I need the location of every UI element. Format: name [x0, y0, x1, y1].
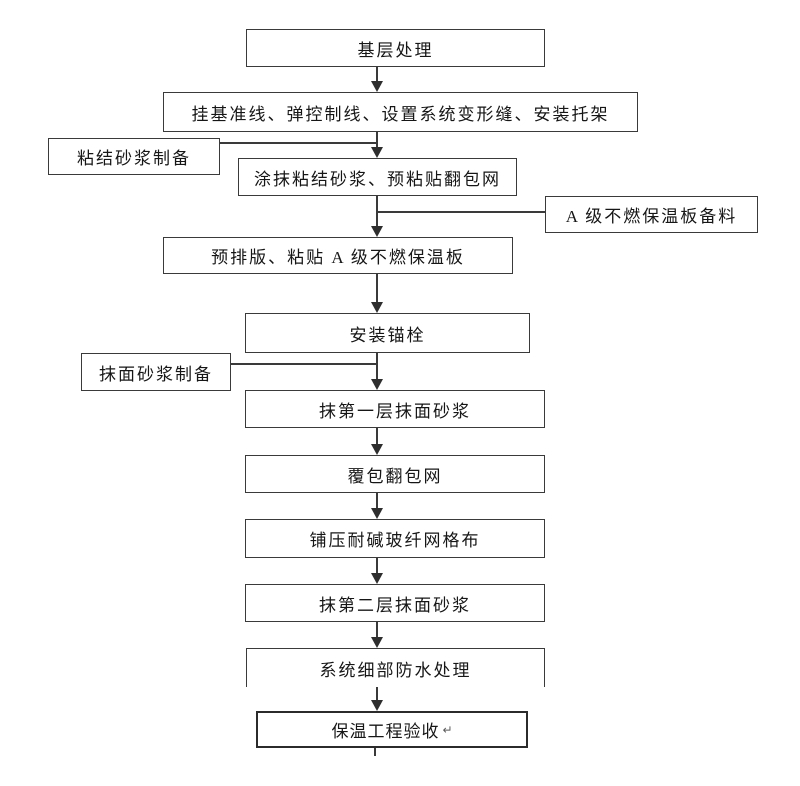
flow-node-label: 预排版、粘贴 A 级不燃保温板: [211, 248, 465, 267]
flow-arrow-line: [376, 428, 378, 445]
flow-node-install-anchors: 安装锚栓: [245, 313, 530, 353]
flow-arrow-line: [376, 67, 378, 82]
arrow-down-icon: [371, 508, 383, 519]
flow-arrow-line: [376, 687, 378, 701]
flow-node-first-surface-mortar: 抹第一层抹面砂浆: [245, 390, 545, 428]
flow-node-label: 涂抹粘结砂浆、预粘贴翻包网: [254, 169, 501, 189]
flow-node-cover-wrap-mesh: 覆包翻包网: [245, 455, 545, 493]
flow-connector-line: [220, 142, 377, 144]
arrow-down-icon: [371, 226, 383, 237]
arrow-down-icon: [371, 147, 383, 158]
flow-node-pre-layout-paste-board: 预排版、粘贴 A 级不燃保温板: [163, 237, 513, 274]
arrow-down-icon: [371, 302, 383, 313]
arrow-down-icon: [371, 700, 383, 711]
flow-arrow-line: [376, 353, 378, 380]
flow-node-label: 挂基准线、弹控制线、设置系统变形缝、安装托架: [191, 104, 610, 124]
flow-arrow-line: [376, 558, 378, 574]
flow-node-insulation-acceptance: 保温工程验收↵: [256, 711, 528, 748]
flow-node-label: 基层处理: [357, 40, 434, 60]
flow-arrow-line: [376, 132, 378, 148]
flow-node-label: 铺压耐碱玻纤网格布: [309, 531, 481, 550]
flow-node-reference-lines-brackets: 挂基准线、弹控制线、设置系统变形缝、安装托架: [163, 92, 638, 132]
flow-arrow-line: [376, 493, 378, 509]
flow-node-bonding-mortar-prep: 粘结砂浆制备: [48, 138, 220, 175]
return-mark-icon: ↵: [442, 722, 453, 737]
arrow-down-icon: [371, 444, 383, 455]
flow-node-label: 抹第二层抹面砂浆: [319, 595, 471, 615]
flow-node-label: 抹第一层抹面砂浆: [319, 401, 471, 421]
flow-arrow-line: [376, 274, 378, 303]
arrow-down-icon: [371, 573, 383, 584]
flow-connector-line: [231, 363, 377, 365]
flow-node-second-surface-mortar: 抹第二层抹面砂浆: [245, 584, 545, 622]
flow-node-label: 保温工程验收: [331, 722, 440, 741]
flow-node-apply-bonding-mortar: 涂抹粘结砂浆、预粘贴翻包网: [238, 158, 517, 196]
flow-node-class-a-board-material: A 级不燃保温板备料: [545, 196, 758, 233]
flow-connector-line: [377, 211, 545, 213]
flow-node-surface-mortar-prep: 抹面砂浆制备: [81, 353, 231, 391]
arrow-down-icon: [371, 379, 383, 390]
flow-node-label: A 级不燃保温板备料: [565, 207, 738, 226]
flow-node-label: 安装锚栓: [349, 325, 426, 345]
arrow-down-icon: [371, 81, 383, 92]
flow-node-label: 粘结砂浆制备: [77, 149, 191, 168]
flow-node-label: 抹面砂浆制备: [99, 364, 213, 384]
flow-arrow-line: [376, 622, 378, 638]
flow-node-label: 系统细部防水处理: [319, 660, 472, 680]
flow-node-label: 覆包翻包网: [347, 466, 443, 486]
flow-node-lay-fiberglass-mesh: 铺压耐碱玻纤网格布: [245, 519, 545, 558]
flow-node-base-layer-treatment: 基层处理: [246, 29, 545, 67]
arrow-down-icon: [371, 637, 383, 648]
flow-node-detail-waterproofing: 系统细部防水处理: [246, 648, 545, 687]
flow-connector-line: [374, 748, 376, 756]
